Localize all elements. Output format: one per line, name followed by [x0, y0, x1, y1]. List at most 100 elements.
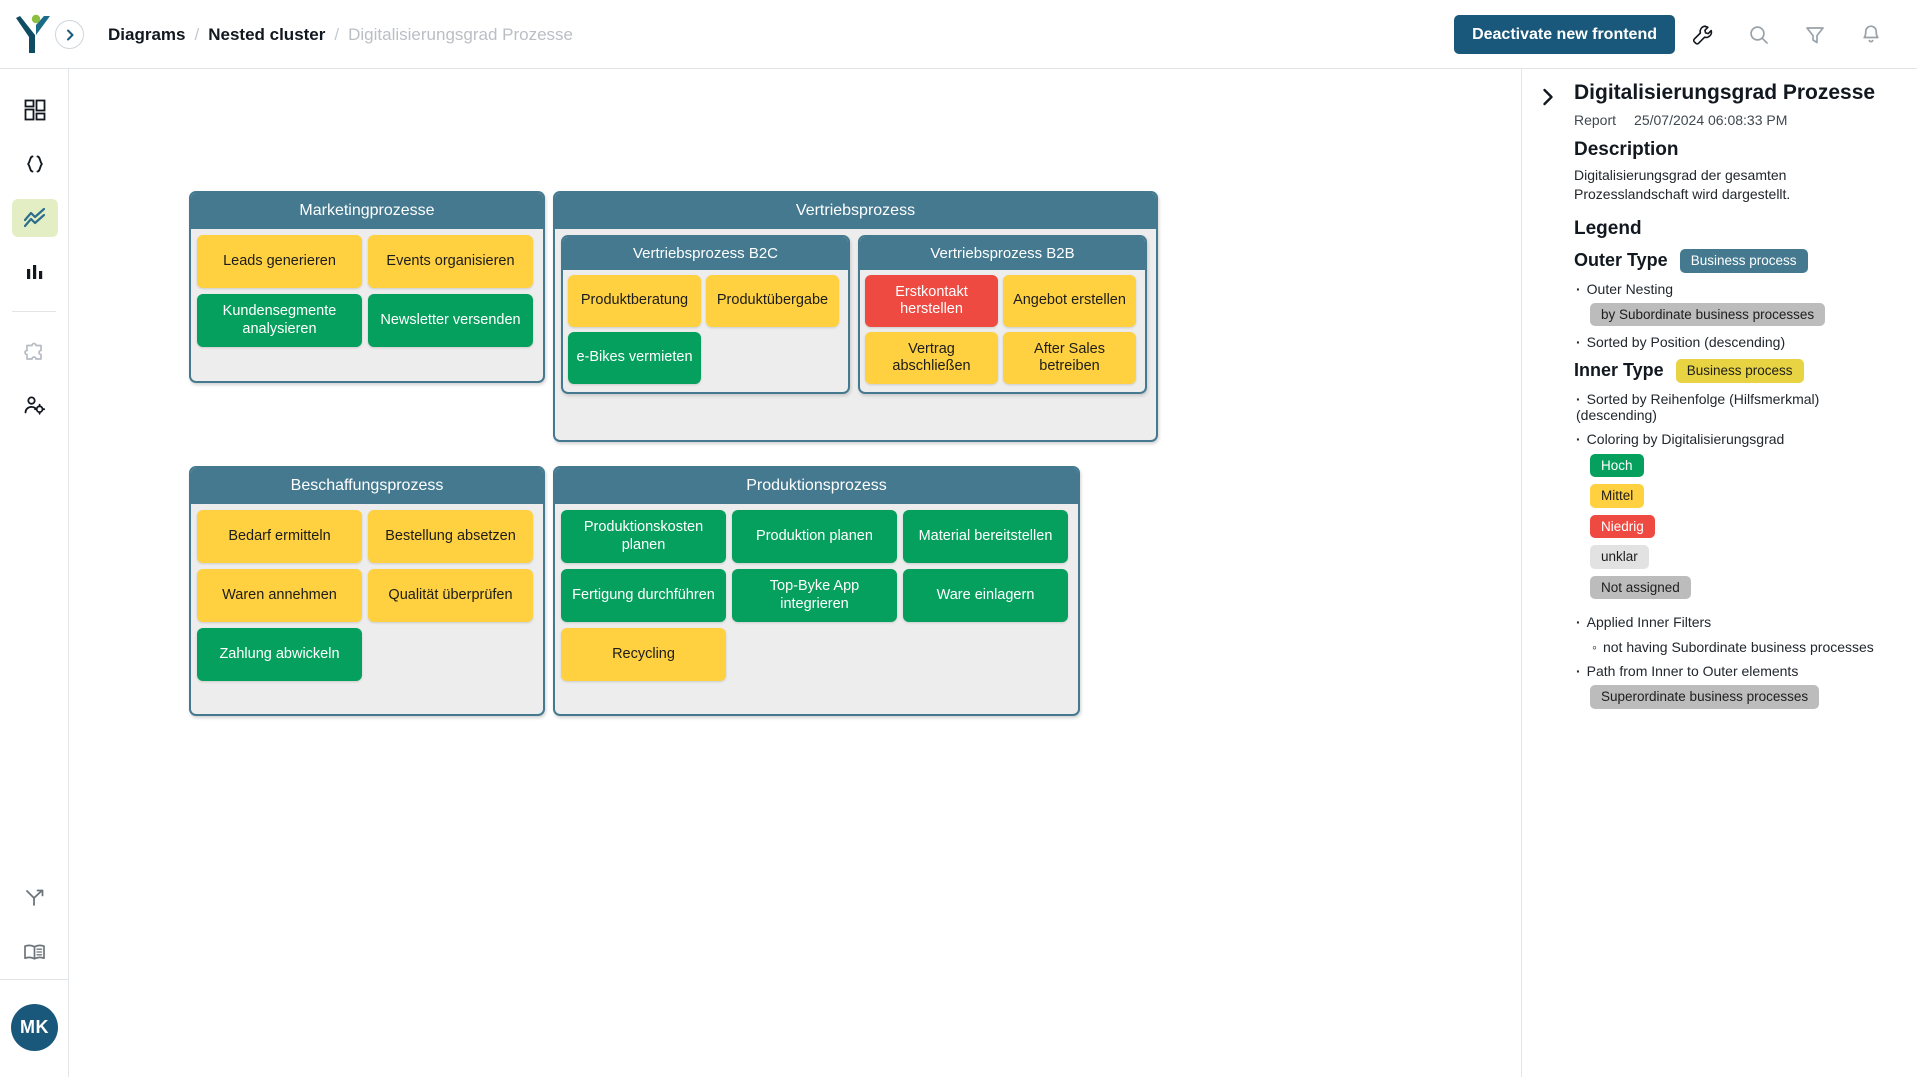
- node-events-organisieren[interactable]: Events organisieren: [368, 235, 533, 288]
- node-produktuebergabe[interactable]: Produktübergabe: [706, 275, 839, 327]
- top-bar-actions: Deactivate new frontend: [1454, 0, 1899, 69]
- subcluster-title: Vertriebsprozess B2C: [563, 237, 848, 270]
- inner-type-row: Inner Type Business process: [1574, 359, 1901, 383]
- y-logo-icon: [15, 14, 50, 53]
- avatar[interactable]: MK: [11, 1004, 58, 1051]
- cluster-vertriebsprozess-b2c[interactable]: Vertriebsprozess B2C Produktberatung Pro…: [561, 235, 850, 394]
- outer-type-label: Outer Type: [1574, 250, 1668, 271]
- cluster-produktionsprozess[interactable]: Produktionsprozess Produktionskosten pla…: [553, 466, 1080, 716]
- sidebar-collapse-toggle[interactable]: [55, 20, 84, 49]
- node-vertrag-abschliessen[interactable]: Vertrag abschließen: [865, 332, 998, 384]
- node-produktberatung[interactable]: Produktberatung: [568, 275, 701, 327]
- subcluster-body: Produktberatung Produktübergabe e-Bikes …: [563, 270, 848, 389]
- rail-item-diagrams[interactable]: [0, 191, 69, 245]
- panel-content: Digitalisierungsgrad Prozesse Report 25/…: [1574, 81, 1901, 709]
- details-panel: Digitalisierungsgrad Prozesse Report 25/…: [1521, 69, 1917, 1077]
- notifications-button[interactable]: [1843, 0, 1899, 69]
- diagram-canvas[interactable]: Marketingprozesse Leads generieren Event…: [69, 69, 1521, 1077]
- node-after-sales-betreiben[interactable]: After Sales betreiben: [1003, 332, 1136, 384]
- cluster-vertriebsprozess-b2b[interactable]: Vertriebsprozess B2B Erstkontakt herstel…: [858, 235, 1147, 394]
- breadcrumb: Diagrams / Nested cluster / Digitalisier…: [108, 0, 573, 69]
- branch-arrow-icon: [25, 889, 43, 906]
- rail-item-dashboard[interactable]: [0, 83, 69, 137]
- rail-item-user-settings[interactable]: [0, 378, 69, 432]
- node-kundensegmente-analysieren[interactable]: Kundensegmente analysieren: [197, 294, 362, 347]
- outer-type-pill[interactable]: Business process: [1679, 249, 1808, 273]
- cluster-body: Bedarf ermitteln Bestellung absetzen War…: [191, 504, 543, 687]
- node-qualitaet-ueberpruefen[interactable]: Qualität überprüfen: [368, 569, 533, 622]
- node-newsletter-versenden[interactable]: Newsletter versenden: [368, 294, 533, 347]
- subcluster-title: Vertriebsprozess B2B: [860, 237, 1145, 270]
- inner-sorted-bullet: Sorted by Reihenfolge (Hilfsmerkmal) (de…: [1574, 391, 1901, 423]
- outer-nesting-pill[interactable]: by Subordinate business processes: [1590, 302, 1826, 327]
- node-produktion-planen[interactable]: Produktion planen: [732, 510, 897, 563]
- outer-type-row: Outer Type Business process: [1574, 249, 1901, 273]
- breadcrumb-item-diagrams[interactable]: Diagrams: [108, 24, 186, 44]
- node-angebot-erstellen[interactable]: Angebot erstellen: [1003, 275, 1136, 327]
- node-e-bikes-vermieten[interactable]: e-Bikes vermieten: [568, 332, 701, 384]
- chevron-right-icon: [66, 29, 73, 40]
- legend-pill-hoch[interactable]: Hoch: [1590, 453, 1644, 478]
- legend-heading: Legend: [1574, 218, 1642, 240]
- inner-type-label: Inner Type: [1574, 360, 1664, 381]
- inner-type-pill[interactable]: Business process: [1675, 359, 1804, 383]
- applied-inner-filters-value: not having Subordinate business processe…: [1574, 639, 1901, 655]
- description-text: Digitalisierungsgrad der gesamten Prozes…: [1574, 167, 1791, 202]
- outer-sorted-bullet: Sorted by Position (descending): [1574, 334, 1901, 350]
- node-top-byke-app-integrieren[interactable]: Top-Byke App integrieren: [732, 569, 897, 622]
- node-recycling[interactable]: Recycling: [561, 628, 726, 681]
- node-produktionskosten-planen[interactable]: Produktionskosten planen: [561, 510, 726, 563]
- subcluster-body: Erstkontakt herstellen Angebot erstellen…: [860, 270, 1145, 389]
- legend-pill-mittel[interactable]: Mittel: [1590, 484, 1645, 508]
- left-rail: MK: [0, 69, 69, 1077]
- dashboard-icon: [24, 99, 45, 121]
- node-bedarf-ermitteln[interactable]: Bedarf ermitteln: [197, 510, 362, 563]
- breadcrumb-separator: /: [334, 24, 340, 44]
- rail-bottom-group: MK: [0, 871, 69, 1077]
- node-waren-annehmen[interactable]: Waren annehmen: [197, 569, 362, 622]
- puzzle-icon: [24, 342, 42, 360]
- rail-bottom-divider: [0, 979, 69, 980]
- cluster-marketingprozesse[interactable]: Marketingprozesse Leads generieren Event…: [189, 191, 545, 383]
- rail-item-docs[interactable]: [0, 925, 69, 979]
- breadcrumb-item-nested-cluster[interactable]: Nested cluster: [208, 24, 326, 44]
- cluster-vertriebsprozess[interactable]: Vertriebsprozess Vertriebsprozess B2C Pr…: [553, 191, 1158, 442]
- cluster-title: Vertriebsprozess: [555, 193, 1156, 229]
- coloring-legend-list: Hoch Mittel Niedrig unklar Not assigned: [1574, 453, 1901, 607]
- panel-collapse-toggle[interactable]: [1538, 87, 1558, 107]
- search-button[interactable]: [1731, 0, 1787, 69]
- filter-button[interactable]: [1787, 0, 1843, 69]
- applied-inner-filters-bullet: Applied Inner Filters: [1574, 614, 1901, 630]
- wrench-icon: [1692, 24, 1713, 45]
- search-icon: [1750, 25, 1768, 44]
- cluster-body: Vertriebsprozess B2C Produktberatung Pro…: [555, 229, 1156, 400]
- node-leads-generieren[interactable]: Leads generieren: [197, 235, 362, 288]
- rail-item-integrations[interactable]: [0, 324, 69, 378]
- breadcrumb-separator: /: [194, 24, 200, 44]
- description-heading: Description: [1574, 139, 1679, 161]
- panel-meta-type: Report: [1574, 112, 1617, 129]
- path-pill[interactable]: Superordinate business processes: [1590, 685, 1820, 709]
- rail-item-reports[interactable]: [0, 245, 69, 299]
- legend-pill-unklar[interactable]: unklar: [1590, 545, 1649, 569]
- app-logo[interactable]: [0, 0, 69, 69]
- node-bestellung-absetzen[interactable]: Bestellung absetzen: [368, 510, 533, 563]
- node-fertigung-durchfuehren[interactable]: Fertigung durchführen: [561, 569, 726, 622]
- cluster-beschaffungsprozess[interactable]: Beschaffungsprozess Bedarf ermitteln Bes…: [189, 466, 545, 716]
- legend-pill-not-assigned[interactable]: Not assigned: [1590, 575, 1691, 600]
- wrench-button[interactable]: [1675, 0, 1731, 69]
- bell-icon: [1863, 24, 1879, 42]
- node-zahlung-abwickeln[interactable]: Zahlung abwickeln: [197, 628, 362, 681]
- cluster-body: Produktionskosten planen Produktion plan…: [555, 504, 1078, 687]
- node-erstkontakt-herstellen[interactable]: Erstkontakt herstellen: [865, 275, 998, 327]
- rail-item-code[interactable]: [0, 137, 69, 191]
- rail-item-branch[interactable]: [0, 871, 69, 925]
- legend-pill-niedrig[interactable]: Niedrig: [1590, 514, 1655, 539]
- deactivate-new-frontend-button[interactable]: Deactivate new frontend: [1454, 15, 1675, 54]
- node-ware-einlagern[interactable]: Ware einlagern: [903, 569, 1068, 622]
- node-material-bereitstellen[interactable]: Material bereitstellen: [903, 510, 1068, 563]
- cluster-title: Produktionsprozess: [555, 468, 1078, 504]
- path-inner-outer-bullet: Path from Inner to Outer elements: [1574, 663, 1901, 679]
- cluster-title: Marketingprozesse: [191, 193, 543, 229]
- user-settings-icon: [24, 395, 46, 415]
